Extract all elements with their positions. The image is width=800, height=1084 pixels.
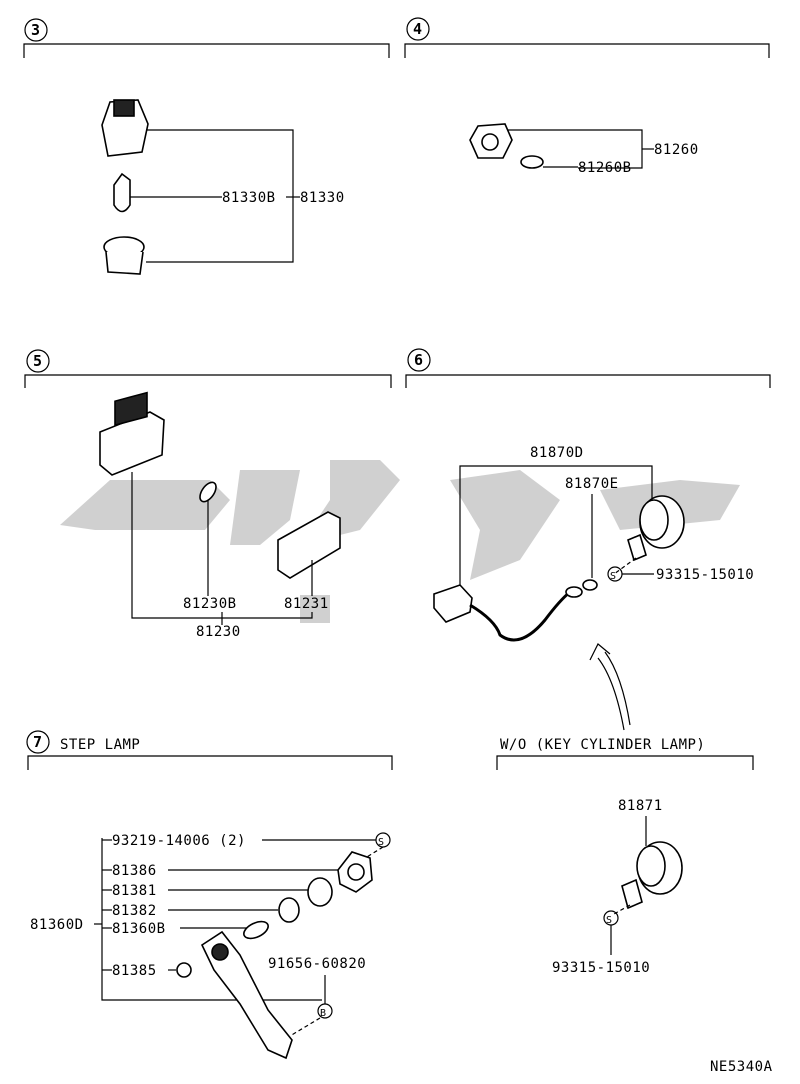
lens-icon bbox=[277, 511, 341, 579]
harness-icon bbox=[433, 579, 598, 642]
screw-symbol-s-3: S bbox=[378, 837, 385, 848]
section-7-number: 7 bbox=[33, 733, 42, 751]
label-93315-15010-b: 93315-15010 bbox=[552, 960, 650, 976]
section-7-title: STEP LAMP bbox=[60, 737, 140, 753]
label-81330B: 81330B bbox=[222, 190, 276, 206]
label-81870D: 81870D bbox=[530, 445, 584, 461]
screw-symbol-s: S bbox=[610, 571, 617, 582]
label-91656-60820: 91656-60820 bbox=[268, 956, 366, 972]
label-81231: 81231 bbox=[284, 596, 329, 612]
section-3-number: 3 bbox=[31, 21, 40, 39]
label-81870E: 81870E bbox=[565, 476, 619, 492]
lamp-socket-icon bbox=[101, 99, 149, 157]
label-81260B: 81260B bbox=[578, 160, 632, 176]
lamp-socket-icon bbox=[176, 962, 192, 978]
label-81260: 81260 bbox=[654, 142, 699, 158]
section-3: 3 81330B 81330 bbox=[23, 18, 390, 275]
bulb-icon bbox=[520, 155, 544, 169]
bulb-icon bbox=[113, 172, 131, 213]
diagram-code: NE5340A bbox=[710, 1059, 773, 1075]
section-5-number: 5 bbox=[33, 352, 42, 370]
label-81230B: 81230B bbox=[183, 596, 237, 612]
bulb-icon bbox=[243, 920, 269, 940]
section-7: 7 STEP LAMP 81360D 93219-14006 (2) S 813… bbox=[26, 730, 393, 1060]
bolt-symbol-b: B bbox=[320, 1008, 327, 1019]
label-81360D: 81360D bbox=[30, 917, 84, 933]
bulb-icon bbox=[199, 481, 217, 503]
lens-icon bbox=[307, 877, 333, 907]
section-5: 5 81230B 81231 81230 bbox=[24, 349, 392, 640]
label-81871: 81871 bbox=[618, 798, 663, 814]
variant-note: W/O (KEY CYLINDER LAMP) bbox=[500, 737, 705, 753]
lamp-housing-icon bbox=[103, 236, 145, 275]
label-81360B: 81360B bbox=[112, 921, 166, 937]
label-81381: 81381 bbox=[112, 883, 157, 899]
label-81230: 81230 bbox=[196, 624, 241, 640]
screw-symbol-s-2: S bbox=[606, 915, 613, 926]
step-lamp-bracket-icon bbox=[200, 930, 293, 1060]
lens-icon bbox=[278, 897, 300, 923]
label-81385: 81385 bbox=[112, 963, 157, 979]
variant-key-cylinder: W/O (KEY CYLINDER LAMP) 81871 S 93315-15… bbox=[496, 737, 754, 976]
arrow-icon bbox=[589, 643, 631, 731]
label-93219-14006: 93219-14006 (2) bbox=[112, 833, 246, 849]
lamp-socket-icon bbox=[469, 123, 513, 159]
section-6-number: 6 bbox=[414, 351, 423, 369]
section-4: 4 81260B 81260 bbox=[404, 17, 770, 176]
label-81330: 81330 bbox=[300, 190, 345, 206]
key-cylinder-ring-icon bbox=[621, 841, 683, 910]
label-93315-15010-a: 93315-15010 bbox=[656, 567, 754, 583]
key-cylinder-ring-icon bbox=[627, 495, 685, 562]
lamp-housing-icon bbox=[99, 391, 165, 476]
lamp-housing-icon bbox=[337, 851, 373, 893]
label-81382: 81382 bbox=[112, 903, 157, 919]
section-6: 6 81870D 81870E S 93315-15010 bbox=[405, 348, 771, 731]
section-4-number: 4 bbox=[413, 20, 422, 38]
label-81386: 81386 bbox=[112, 863, 157, 879]
